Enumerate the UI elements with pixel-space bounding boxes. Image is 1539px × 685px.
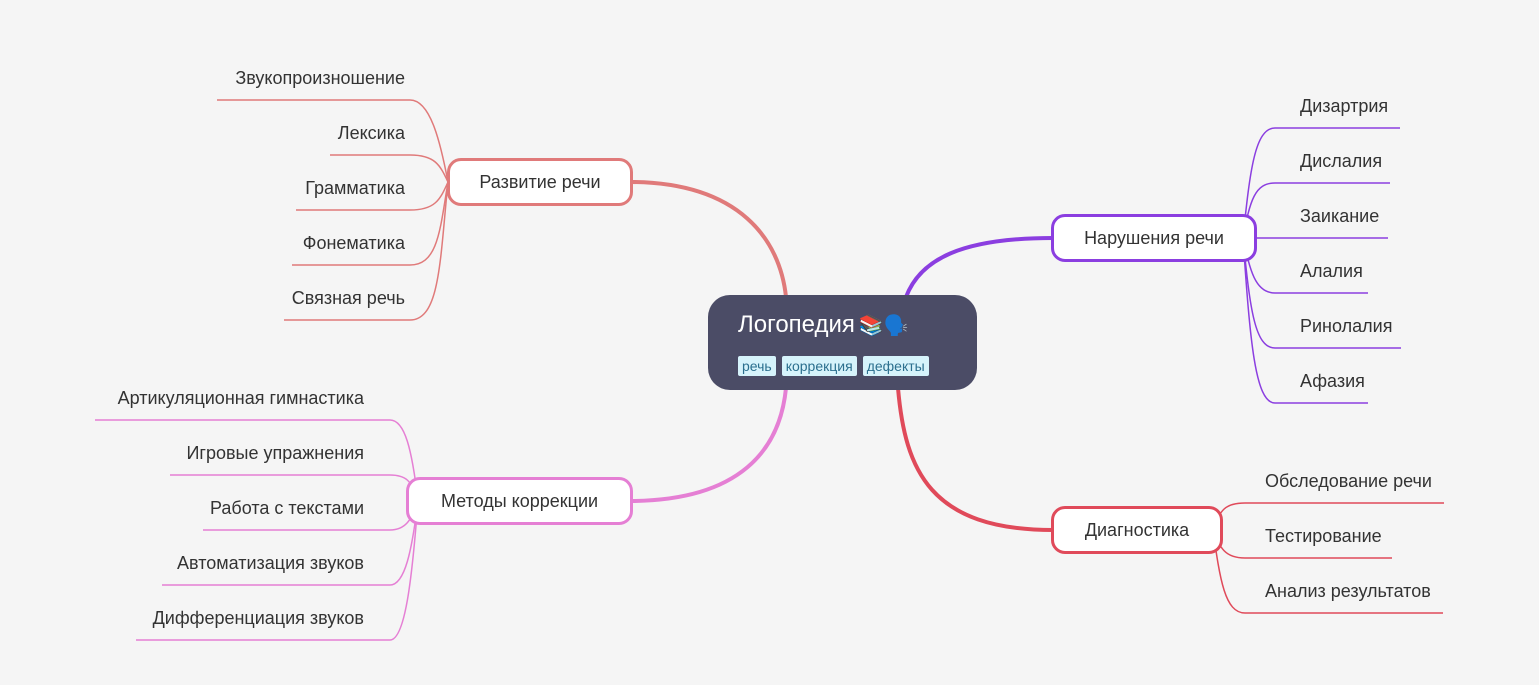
leaf-speech-development[interactable]: Грамматика xyxy=(305,178,405,198)
leaf-speech-disorders[interactable]: Алалия xyxy=(1300,261,1363,281)
leaf-speech-disorders[interactable]: Афазия xyxy=(1300,371,1365,391)
root-node[interactable]: Логопедия📚🗣️ речь коррекция дефекты xyxy=(708,295,977,390)
root-title: Логопедия📚🗣️ xyxy=(738,311,909,339)
connector-root-correction-methods xyxy=(631,387,788,503)
leaf-speech-development[interactable]: Звукопроизношение xyxy=(235,68,405,88)
leaf-correction-methods[interactable]: Артикуляционная гимнастика xyxy=(117,388,364,408)
leaf-correction-methods[interactable]: Дифференциация звуков xyxy=(152,608,364,628)
books-speaking-head-icon: 📚🗣️ xyxy=(858,315,909,337)
branch-label: Развитие речи xyxy=(479,171,601,192)
leaf-speech-disorders[interactable]: Заикание xyxy=(1300,206,1380,226)
leaf-speech-disorders[interactable]: Дизартрия xyxy=(1300,96,1389,116)
leaf-correction-methods[interactable]: Игровые упражнения xyxy=(186,443,364,463)
connector-root-speech-development xyxy=(631,180,788,298)
connector-root-speech-disorders xyxy=(904,236,1054,298)
tag-speech[interactable]: речь xyxy=(738,356,776,376)
branch-label: Методы коррекции xyxy=(440,490,599,511)
leaf-speech-disorders[interactable]: Дислалия xyxy=(1300,151,1383,171)
branch-correction-methods[interactable]: Методы коррекции xyxy=(406,477,633,525)
leaf-connectors-speech-development xyxy=(217,99,449,321)
leaf-correction-methods[interactable]: Автоматизация звуков xyxy=(177,553,364,573)
leaf-diagnostics[interactable]: Обследование речи xyxy=(1265,471,1432,491)
branch-speech-disorders[interactable]: Нарушения речи xyxy=(1051,214,1257,262)
leaf-diagnostics[interactable]: Тестирование xyxy=(1265,526,1382,546)
leaf-connectors-speech-disorders xyxy=(1242,127,1401,404)
branch-label: Нарушения речи xyxy=(1084,227,1224,248)
tag-correction[interactable]: коррекция xyxy=(781,356,857,376)
branch-speech-development[interactable]: Развитие речи xyxy=(447,158,633,206)
leaf-speech-development[interactable]: Фонематика xyxy=(302,233,405,253)
leaf-diagnostics[interactable]: Анализ результатов xyxy=(1265,581,1431,601)
leaf-correction-methods[interactable]: Работа с текстами xyxy=(209,498,364,518)
leaf-speech-development[interactable]: Лексика xyxy=(337,123,405,143)
leaf-speech-disorders[interactable]: Ринолалия xyxy=(1300,316,1393,336)
tag-defects[interactable]: дефекты xyxy=(862,356,929,376)
connector-root-diagnostics xyxy=(896,387,1054,532)
leaf-speech-development[interactable]: Связная речь xyxy=(291,288,405,308)
root-tags: речь коррекция дефекты xyxy=(738,356,929,376)
branch-label: Диагностика xyxy=(1084,519,1190,540)
branch-diagnostics[interactable]: Диагностика xyxy=(1051,506,1223,554)
root-title-text: Логопедия xyxy=(738,311,855,338)
